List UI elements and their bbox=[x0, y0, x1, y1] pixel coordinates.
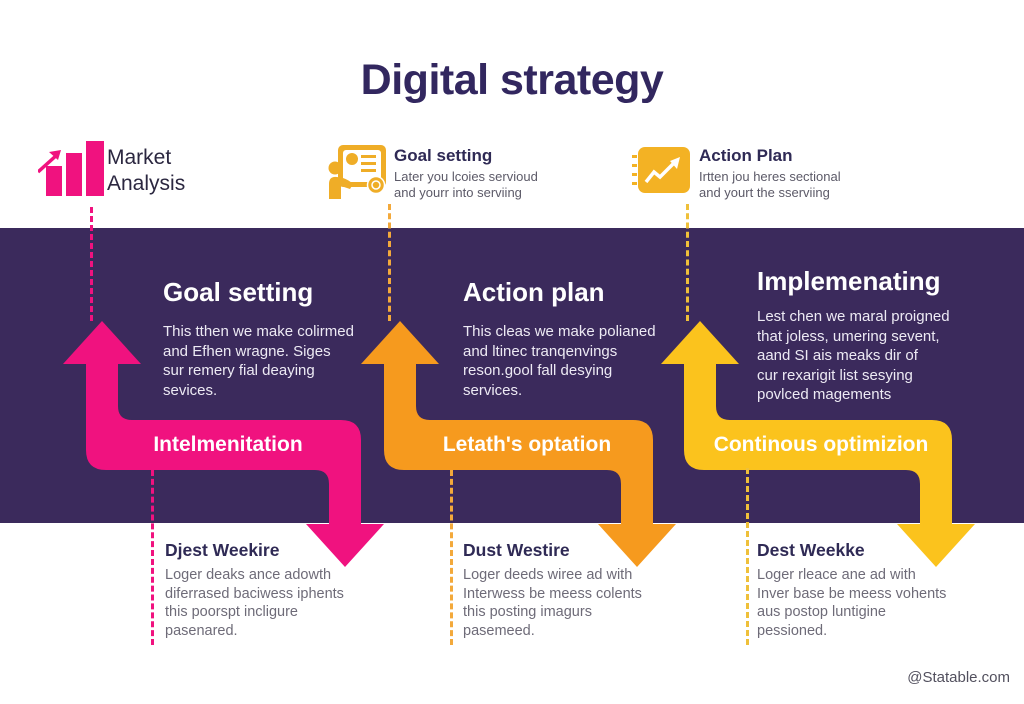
band-column-implemenating: Implemenating Lest chen we maral proigne… bbox=[757, 266, 987, 405]
bar-chart-icon bbox=[38, 138, 112, 200]
bottom-heading: Dest Weekke bbox=[757, 540, 865, 560]
top-item-goal-setting-title: Goal setting bbox=[394, 146, 493, 165]
bottom-body-text: Loger deaks ance adowth diferrased baciw… bbox=[165, 567, 344, 639]
band-heading: Goal setting bbox=[163, 277, 314, 307]
band-body-text: Lest chen we maral proigned that joless,… bbox=[757, 308, 950, 403]
page-title: Digital strategy bbox=[360, 56, 664, 104]
connector-dashed-line bbox=[388, 204, 391, 321]
bottom-item-dust-westire: Dust Westire Loger deeds wiree ad with I… bbox=[463, 540, 693, 640]
bottom-item-djest-weekire: Djest Weekire Loger deaks ance adowth di… bbox=[165, 540, 395, 640]
watermark: @Statable.com bbox=[907, 669, 1010, 686]
bottom-body-text: Loger deeds wiree ad with Interwess be m… bbox=[463, 567, 642, 639]
top-item-action-plan-title: Action Plan bbox=[699, 146, 793, 165]
arrow-label-continous-optimizion: Continous optimizion bbox=[713, 433, 929, 456]
connector-dashed-line bbox=[90, 207, 93, 321]
arrow-label-letaths-optation: Letath's optation bbox=[442, 433, 612, 456]
presentation-icon bbox=[328, 145, 388, 200]
connector-dashed-line bbox=[746, 468, 749, 645]
top-item-action-plan-subtitle: Irtten jou heres sectional and yourt the… bbox=[699, 169, 841, 200]
connector-dashed-line bbox=[686, 204, 689, 321]
band-body-text: This cleas we make polianed and ltinec t… bbox=[463, 323, 656, 399]
bottom-heading: Dust Westire bbox=[463, 540, 570, 560]
bottom-body-text: Loger rleace ane ad with Inver base be m… bbox=[757, 567, 947, 639]
band-heading: Implemenating bbox=[757, 266, 941, 296]
top-item-market-analysis: Market Analysis bbox=[107, 146, 186, 195]
band-column-goal-setting: Goal setting This tthen we make colirmed… bbox=[163, 277, 393, 400]
connector-dashed-line bbox=[151, 470, 154, 645]
connector-dashed-line bbox=[450, 470, 453, 645]
top-item-goal-setting-subtitle: Later you lcoies servioud and yourr into… bbox=[394, 169, 538, 200]
bottom-item-dest-weekke: Dest Weekke Loger rleace ane ad with Inv… bbox=[757, 540, 987, 640]
trend-chart-icon bbox=[632, 145, 692, 199]
arrow-label-intelmenitation: Intelmenitation bbox=[153, 433, 303, 456]
band-body-text: This tthen we make colirmed and Efhen wr… bbox=[163, 323, 354, 399]
band-heading: Action plan bbox=[463, 277, 605, 307]
bottom-heading: Djest Weekire bbox=[165, 540, 280, 560]
band-column-action-plan: Action plan This cleas we make polianed … bbox=[463, 277, 693, 400]
